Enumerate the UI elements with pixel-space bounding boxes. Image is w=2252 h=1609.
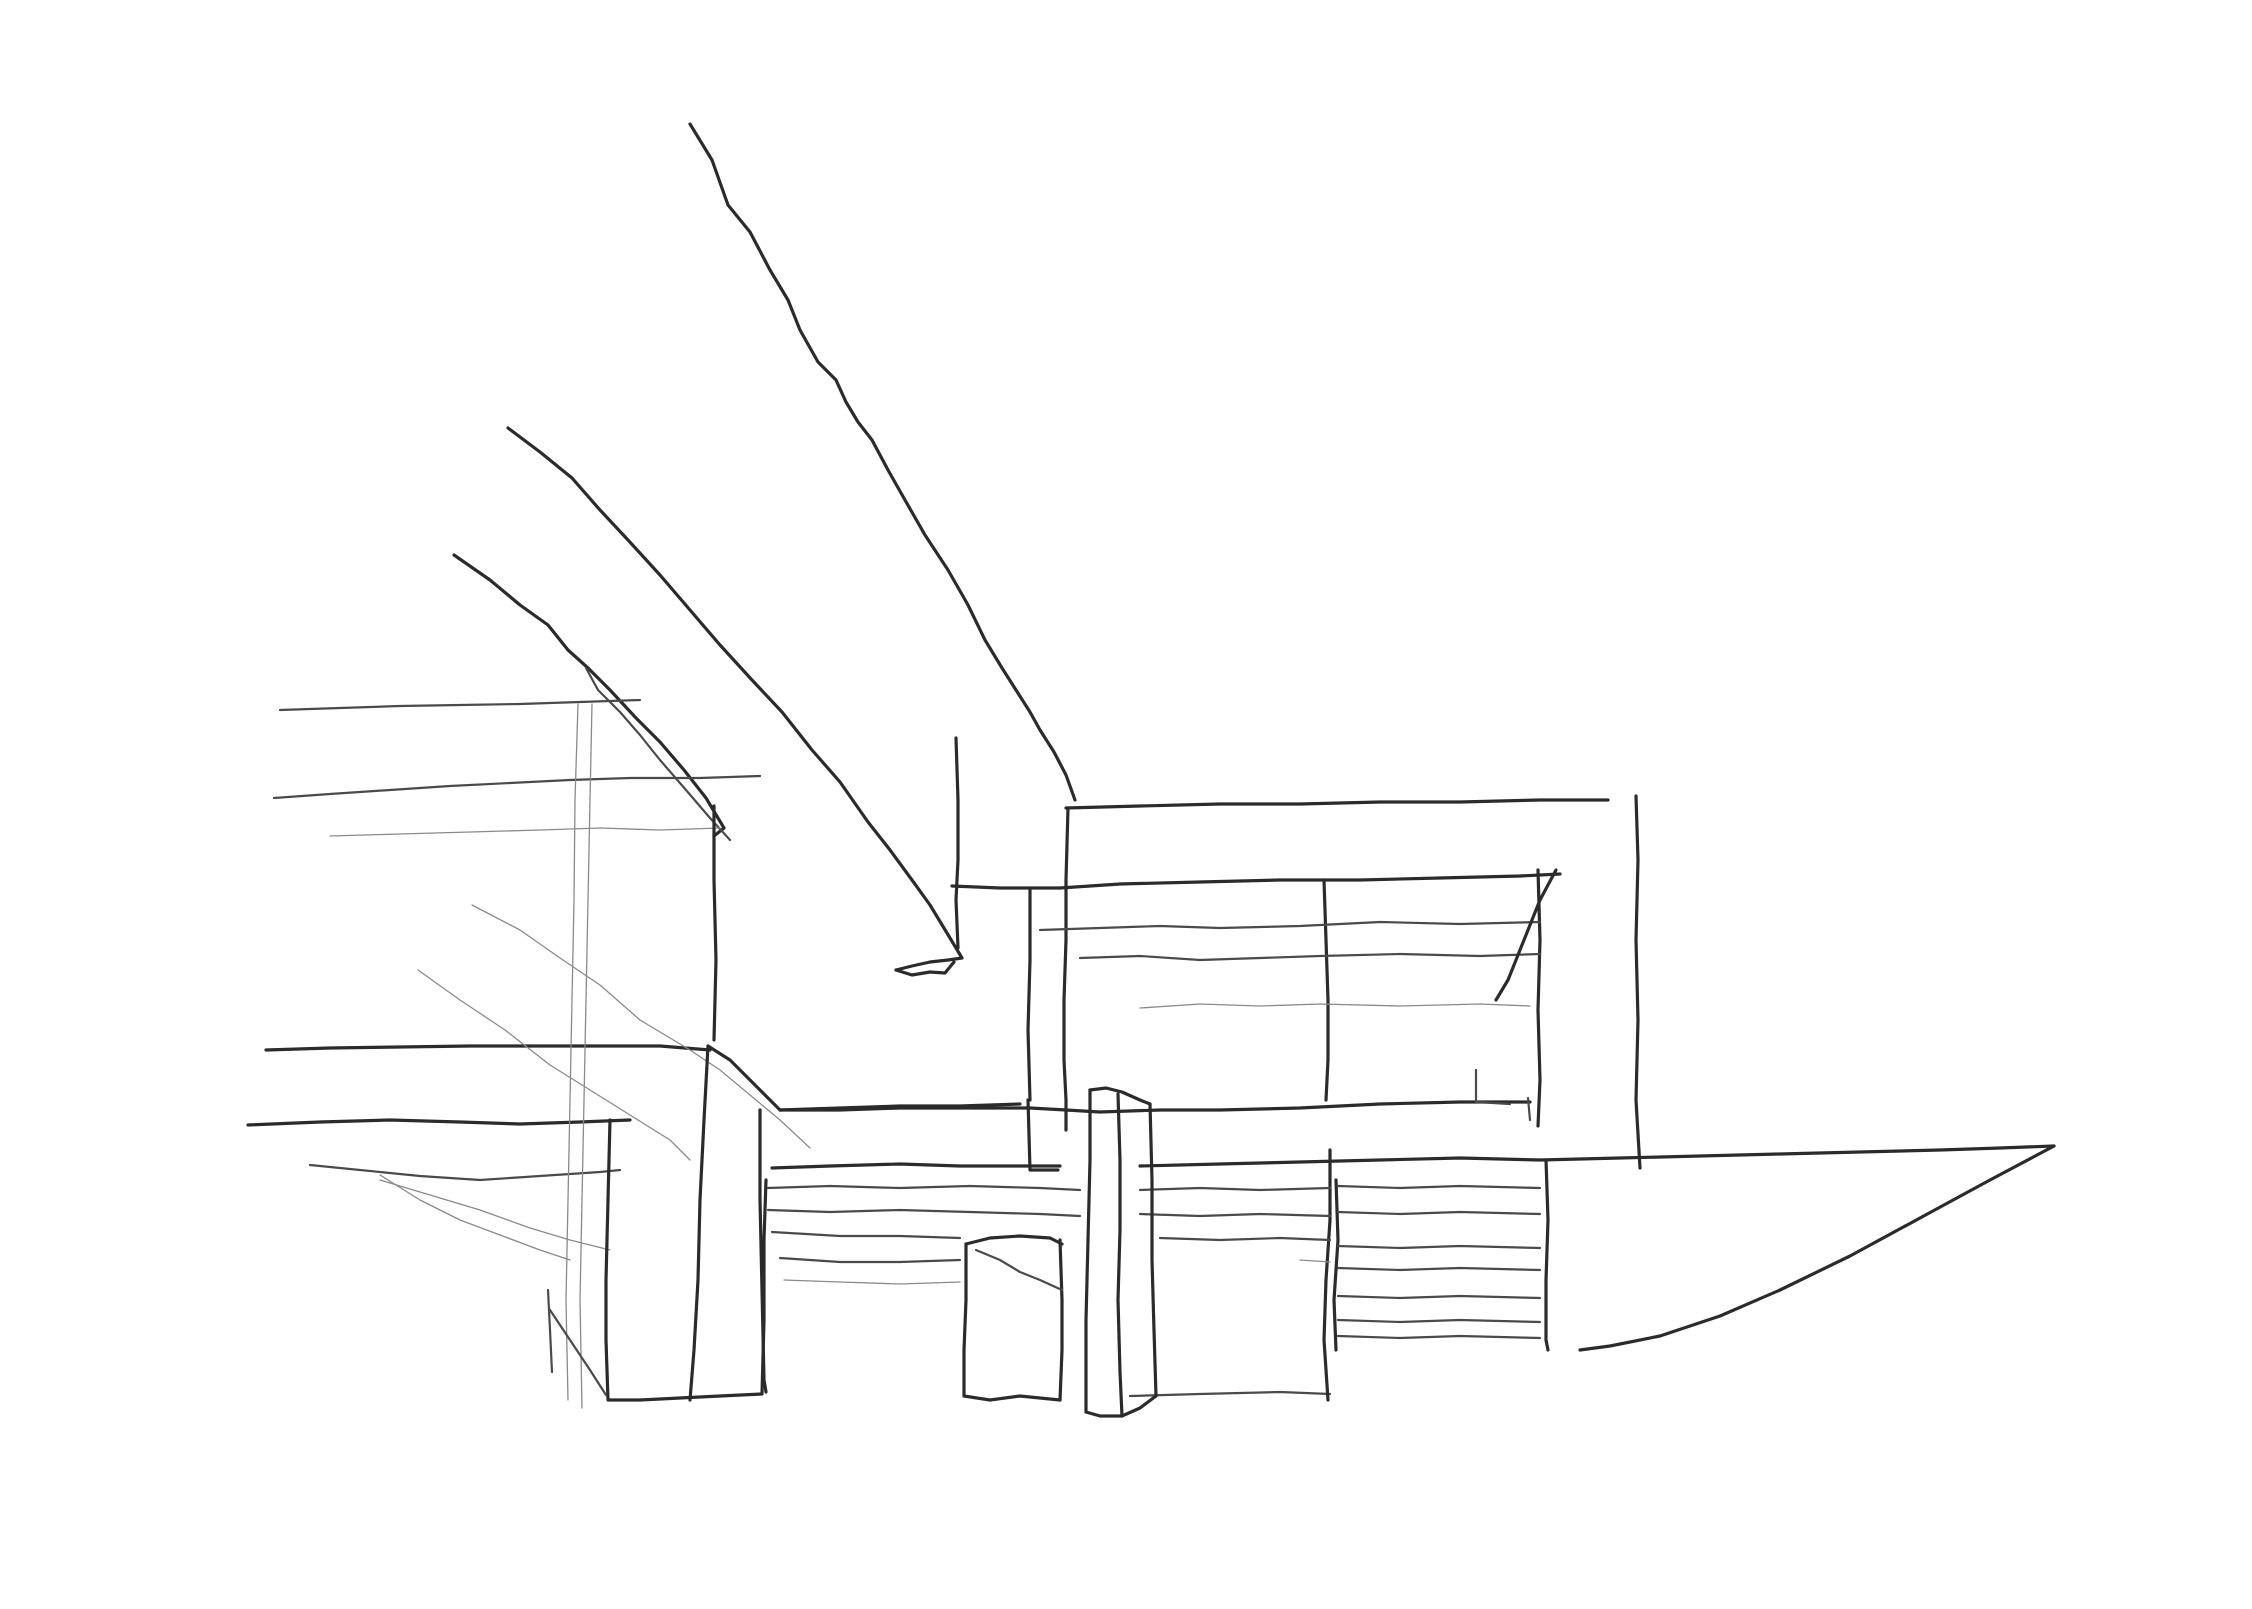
deck-hatch-2 xyxy=(1336,1210,1542,1216)
middle-pier-top xyxy=(964,1234,1064,1246)
deck-hatch-7 xyxy=(1336,1334,1542,1340)
left-column-front-left xyxy=(688,1044,710,1402)
upper-box-small-mark xyxy=(1474,1068,1512,1106)
deck-hatch-4 xyxy=(1336,1266,1542,1272)
middle-pier-bottom xyxy=(962,1394,1062,1402)
horizon-line-3 xyxy=(329,827,721,837)
left-column-front-right xyxy=(712,804,718,1042)
deck-hatch-6 xyxy=(1336,1318,1542,1324)
upper-box-lintel-3 xyxy=(1078,952,1542,962)
upper-box-tick xyxy=(1526,1096,1532,1122)
central-slab-hatch-3 xyxy=(770,1230,962,1240)
deck-hatch-3 xyxy=(1336,1244,1542,1250)
left-column-outer xyxy=(604,1118,768,1402)
horizon-line-4 xyxy=(264,1044,712,1052)
middle-pier-right xyxy=(1058,1238,1064,1402)
construction-lines xyxy=(379,703,811,1409)
upper-box-lintel xyxy=(950,872,1562,890)
central-slab-hatch-4 xyxy=(778,1256,962,1264)
left-column-side xyxy=(548,1308,608,1397)
left-column-top xyxy=(706,1044,782,1112)
right-column-base xyxy=(1084,1394,1158,1418)
upper-box-sill xyxy=(778,1100,1532,1114)
upper-box-sill-step xyxy=(1026,1098,1060,1172)
right-central-column xyxy=(1084,1086,1158,1418)
horizon-line-6 xyxy=(308,1163,622,1182)
middle-pier xyxy=(962,1234,1064,1402)
left-column-base-left xyxy=(546,1288,554,1374)
deck-slope-top xyxy=(1138,1144,2056,1168)
construction-vertical-1 xyxy=(565,703,579,1401)
middle-pier-bevel xyxy=(974,1248,1064,1292)
central-slab-hatch-2 xyxy=(766,1208,1082,1218)
central-slab-bottom xyxy=(770,1162,1062,1170)
middle-pier-left xyxy=(962,1242,968,1398)
right-column-left xyxy=(1084,1088,1092,1414)
upper-right-box xyxy=(778,736,1642,1172)
upper-box-far-left-vertical xyxy=(954,736,960,950)
deck-hatch-left-1 xyxy=(1138,1186,1332,1192)
deck-hatch-left-2 xyxy=(1138,1212,1332,1218)
right-column-right xyxy=(1148,1102,1158,1398)
roof-planes xyxy=(452,122,1077,977)
deck-slope-diagonal xyxy=(1578,1144,2056,1352)
central-slab-hatch-1 xyxy=(766,1184,1082,1192)
secondary-roof-inner xyxy=(584,666,732,842)
deck-hatch-5 xyxy=(1336,1294,1542,1300)
deck-hatch-left-4 xyxy=(1299,1259,1331,1263)
upper-box-skylight-edge xyxy=(1494,868,1558,1002)
construction-diagonal-4 xyxy=(379,1174,571,1261)
deck-mid-post xyxy=(1332,1178,1340,1352)
secondary-roof-edge xyxy=(452,553,726,838)
upper-box-right-vertical xyxy=(1634,794,1642,1170)
deck-front-line xyxy=(1128,1390,1332,1398)
deck-right-post xyxy=(1544,1158,1550,1352)
central-slab-hatch-5 xyxy=(783,1279,961,1285)
horizon-line-2 xyxy=(272,774,762,800)
deck-left-post xyxy=(1322,1148,1332,1402)
upper-box-inner-right xyxy=(1536,868,1542,1128)
roof-end-cap xyxy=(894,960,956,977)
upper-box-top xyxy=(1064,798,1610,810)
horizon-line-5 xyxy=(246,1118,632,1127)
left-column-block xyxy=(546,804,782,1402)
upper-box-inner-left xyxy=(1026,888,1032,1102)
left-horizontal-lines xyxy=(246,698,762,1182)
deck-hatch-left-3 xyxy=(1158,1236,1332,1242)
deck-hatch-1 xyxy=(1336,1184,1542,1190)
lower-right-deck xyxy=(1128,1144,2056,1402)
right-column-inner xyxy=(1116,1092,1124,1418)
construction-vertical-2 xyxy=(579,703,593,1409)
upper-box-lintel-4 xyxy=(1139,1003,1531,1009)
upper-box-inner-divider xyxy=(1322,878,1330,1102)
construction-diagonal-1 xyxy=(471,904,811,1149)
right-column-top xyxy=(1088,1086,1152,1106)
construction-diagonal-3 xyxy=(379,1179,611,1251)
upper-box-lintel-2 xyxy=(1038,920,1542,932)
central-slab-left-edge xyxy=(758,1108,768,1394)
upper-box-left-vertical xyxy=(1062,806,1070,1132)
horizon-line-1 xyxy=(278,698,642,712)
main-roof-lower-edge xyxy=(506,426,964,972)
main-roof-upper-edge xyxy=(688,122,1077,802)
